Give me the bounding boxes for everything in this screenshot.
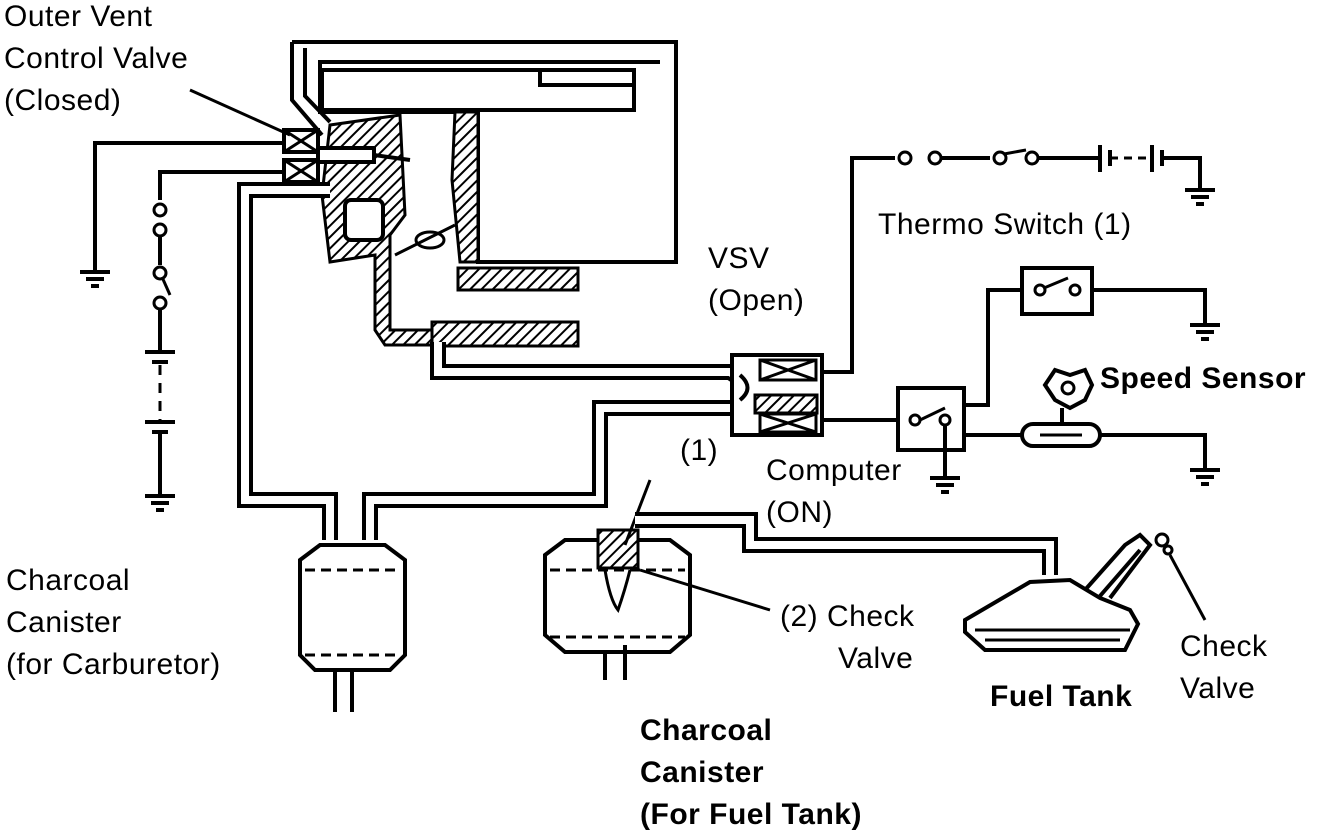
label-line: Valve [838,642,914,675]
label-fuel-tank: Fuel Tank [990,680,1133,713]
label-charcoal-canister-tank: Charcoal Canister (For Fuel Tank) [640,710,862,836]
vsv-valve [730,353,824,437]
label-thermo-switch: Thermo Switch (1) [878,208,1132,241]
label-speed-sensor: Speed Sensor [1100,362,1307,395]
thermo-switch-wiring [822,145,1215,374]
label-check-valve-2: (2) Check Valve [780,596,915,680]
label-check-valve-tank: Check Valve [1180,626,1268,710]
charcoal-canister-carb [298,543,407,712]
label-line: (Closed) [4,84,122,117]
label-line: VSV [708,242,770,275]
label-line: (for Carburetor) [6,648,221,681]
label-line: Charcoal [6,564,131,597]
carburetor-assembly [290,40,678,348]
vent-hose [237,182,750,540]
label-line: (For Fuel Tank) [640,798,862,831]
label-line: (2) Check [780,600,915,633]
fuel-tank [963,532,1174,652]
check-valve-2-leader [639,568,771,612]
charcoal-canister-tank [543,528,692,680]
label-line: Check [1180,630,1268,663]
label-line: Charcoal [640,714,773,747]
label-line: Outer Vent [4,0,153,33]
label-line: Control Valve [4,42,189,75]
fuel-tank-hose [635,512,1058,575]
label-outer-vent-control-valve: Outer Vent Control Valve (Closed) [4,0,188,122]
label-line: Valve [1180,672,1256,705]
tank-check-valve-leader [1168,554,1207,621]
label-line: Canister [640,756,765,789]
label-vsv: VSV (Open) [708,238,804,322]
label-line: (ON) [766,496,833,529]
outer-vent-leader-line [189,88,291,137]
label-line: Computer [766,454,902,487]
speed-sensor [964,367,1220,486]
outer-vent-control-valve [282,128,411,184]
label-marker-1: (1) [680,434,719,467]
left-wiring [80,141,284,512]
computer-unit [822,266,1220,494]
label-line: (Open) [708,284,805,317]
label-computer: Computer (ON) [766,450,902,534]
label-line: Canister [6,606,122,639]
label-charcoal-canister-carb: Charcoal Canister (for Carburetor) [6,560,221,686]
